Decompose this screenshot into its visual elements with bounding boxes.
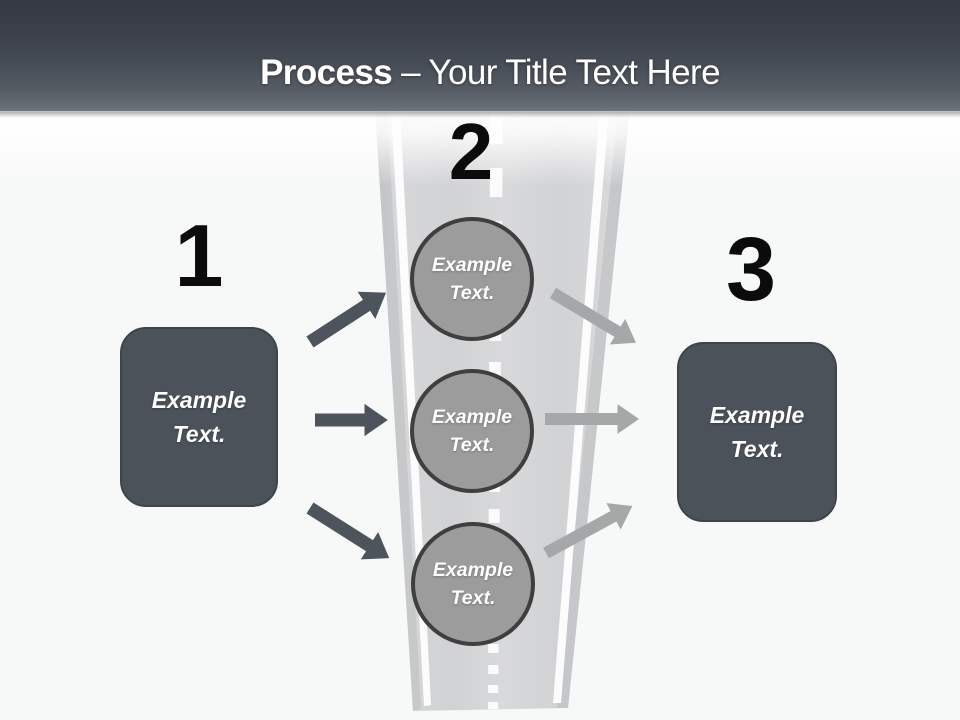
lane-line-right [553,108,609,703]
step-2-circle-3-label: Example Text. [432,559,514,609]
step-1-box: Example Text. [120,327,278,507]
header-band [0,0,960,112]
arrow-circle3-to-step3 [543,503,633,559]
arrow-step1-to-circle3 [306,502,390,560]
step-2-circle-2-label: Example Text. [431,406,513,456]
road-edge-left [375,108,421,711]
arrow-step1-to-circle1 [306,291,387,348]
step-3-number: 3 [725,220,777,320]
road-edge-right [557,108,630,708]
step-1-number: 1 [174,206,224,305]
step-2-circle-1-label: Example Text. [431,254,513,304]
step-3-box-label: Example Text. [709,402,805,462]
arrow-circle1-to-step3 [549,287,637,345]
step-2-circle-2: Example Text. [410,369,534,493]
slide-title: Process– Your Title Text Here [10,52,960,94]
step-1-box-label: Example Text. [151,387,247,447]
title-emphasis: Process [260,53,393,92]
step-2-circle-3: Example Text. [411,522,535,646]
title-subtitle: – Your Title Text Here [401,53,720,92]
step-2-number: 2 [448,107,494,196]
step-3-box: Example Text. [677,342,837,522]
step-2-circle-1: Example Text. [410,217,534,341]
